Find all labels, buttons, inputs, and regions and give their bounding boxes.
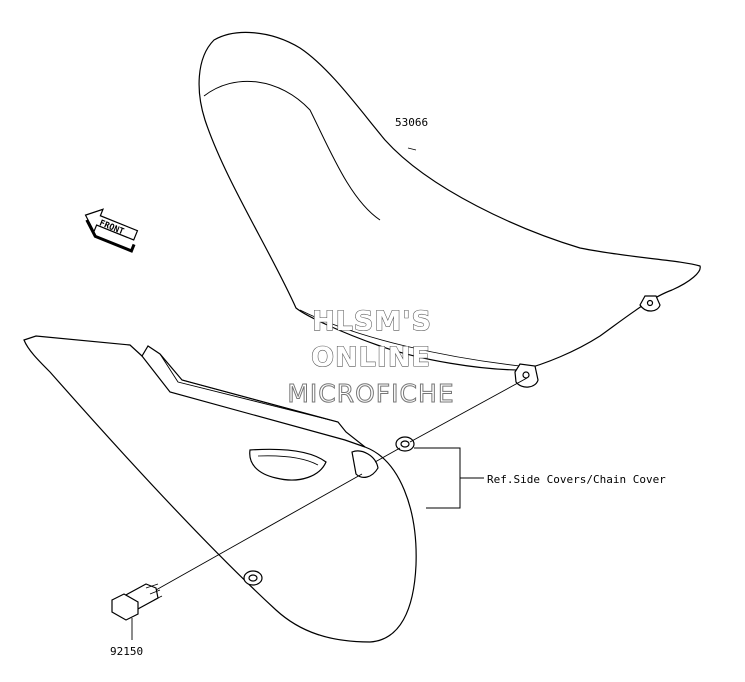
front-arrow-icon: FRONT [84,208,139,253]
side-cover-drawing [23,335,417,643]
seat-part-number: 53066 [395,116,428,129]
reference-bracket [414,447,484,509]
bolt-part-number: 92150 [110,645,143,658]
seat-drawing [198,31,701,388]
assembly-lines [131,147,528,640]
grommet-drawing [395,436,415,452]
watermark-line-1: HLSM'S [312,306,432,337]
reference-label: Ref.Side Covers/Chain Cover [487,473,666,486]
watermark-line-3: MICROFICHE [287,379,454,408]
bolt-drawing [111,583,163,621]
watermark-line-2: ONLINE [311,342,431,373]
